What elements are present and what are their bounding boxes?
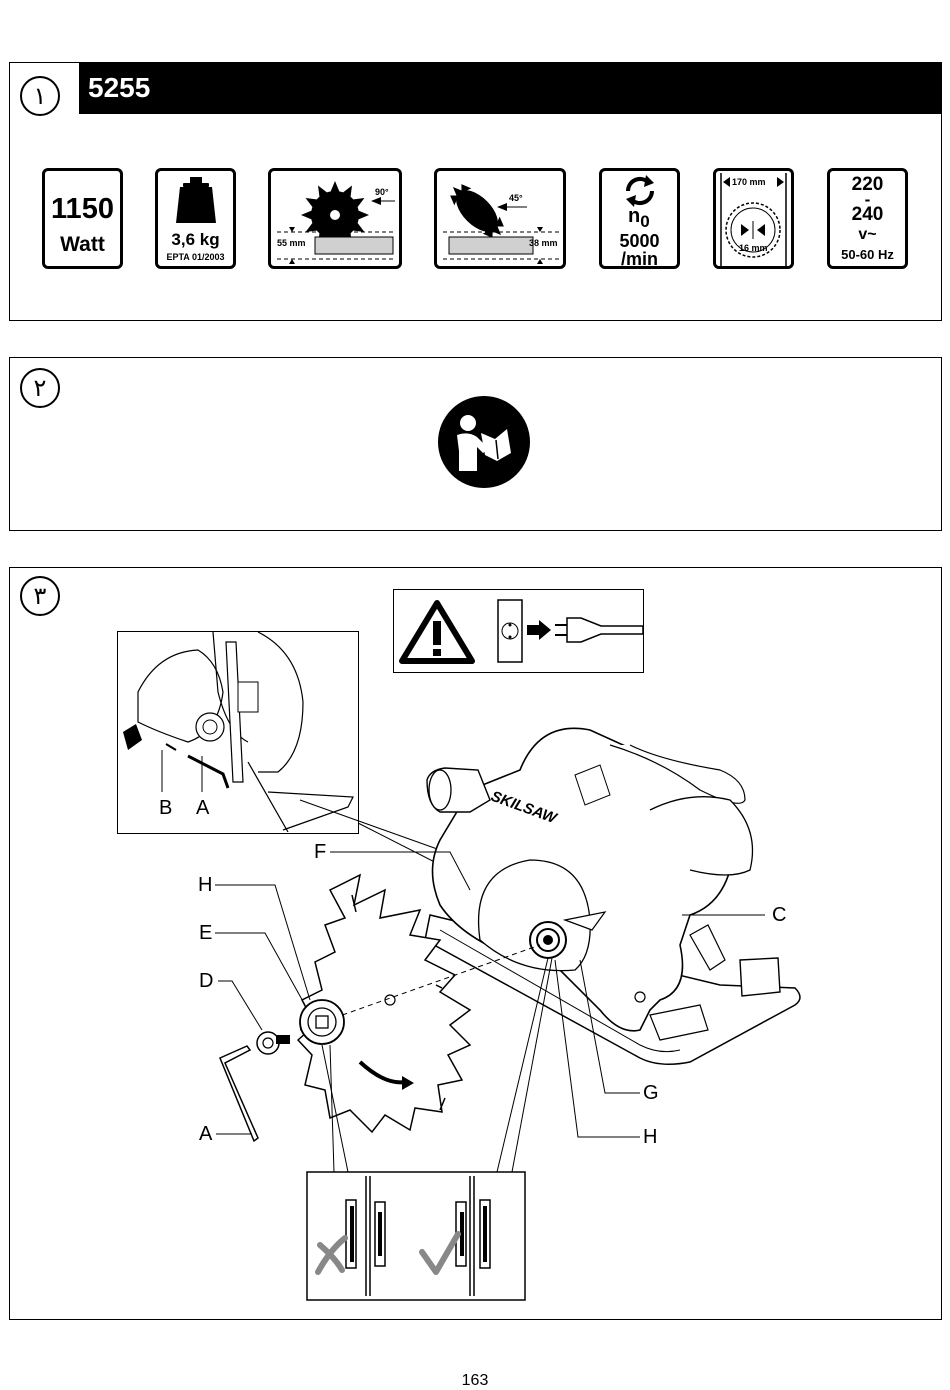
cut-depth-45-icon xyxy=(443,184,561,264)
frequency-value: 50-60 Hz xyxy=(841,247,894,262)
voltage-low: 220 xyxy=(851,174,884,195)
label-g: G xyxy=(643,1082,659,1104)
voltage-dash: - xyxy=(864,190,871,209)
spec-blade-size: 170 mm 16 mm xyxy=(713,168,794,269)
weight-standard: EPTA 01/2003 xyxy=(166,252,225,262)
blade-diameter-value: 170 mm xyxy=(732,177,766,187)
cut-depth-90-icon xyxy=(277,181,395,264)
cut-depth-45-angle: 45° xyxy=(509,193,523,203)
voltage-unit: v~ xyxy=(858,226,877,243)
speed-symbol: n0 xyxy=(628,205,650,232)
incorrect-mark-icon xyxy=(315,1235,348,1275)
model-number: 5255 xyxy=(88,72,151,103)
spec-power: 1150 Watt xyxy=(42,168,123,269)
label-f: F xyxy=(314,841,327,863)
warning-triangle-icon xyxy=(399,600,475,664)
spec-cut-depth-90: 90° 55 mm xyxy=(268,168,402,269)
section-3-number: ٣ xyxy=(20,576,60,616)
label-a-wrench: A xyxy=(199,1123,213,1145)
label-d: D xyxy=(199,970,214,992)
label-inset-a: A xyxy=(196,797,210,819)
spec-weight: 3,6 kg EPTA 01/2003 xyxy=(155,168,236,269)
model-title-bar: 5255 xyxy=(79,62,942,114)
correct-mark-icon xyxy=(419,1231,461,1275)
rotation-arrows-icon xyxy=(625,175,655,207)
bore-diameter-value: 16 mm xyxy=(739,243,768,253)
page-number: 163 xyxy=(461,1372,489,1389)
speed-symbol-sub: 0 xyxy=(640,212,650,231)
spec-voltage: 220 - 240 v~ 50-60 Hz xyxy=(827,168,908,269)
label-h-right: H xyxy=(643,1126,658,1148)
label-h-left: H xyxy=(198,874,213,896)
unplug-icon xyxy=(497,599,644,663)
label-c: C xyxy=(772,904,787,926)
section-3-panel xyxy=(9,567,942,1320)
weight-icon xyxy=(176,177,216,223)
blade-diameter-icon xyxy=(720,173,787,266)
spec-cut-depth-45: 45° 38 mm xyxy=(434,168,566,269)
inset-detail-drawing xyxy=(123,632,354,832)
power-value: 1150 xyxy=(51,193,114,225)
section-2-panel xyxy=(9,357,942,531)
label-inset-b: B xyxy=(159,797,173,819)
weight-value: 3,6 kg xyxy=(171,230,220,249)
label-e: E xyxy=(199,922,213,944)
voltage-high: 240 xyxy=(851,204,884,225)
section-1-number: ١ xyxy=(20,76,60,116)
cut-depth-90-value: 55 mm xyxy=(277,238,306,248)
spec-no-load-speed: n0 5000 /min xyxy=(599,168,680,269)
speed-value: 5000 xyxy=(619,231,660,251)
speed-unit: /min xyxy=(620,249,658,269)
flange-comparison-box xyxy=(306,1171,526,1301)
cut-depth-45-value: 38 mm xyxy=(529,238,558,248)
read-manual-icon xyxy=(438,396,530,488)
power-unit: Watt xyxy=(60,233,105,256)
cut-depth-90-angle: 90° xyxy=(375,187,389,197)
section-2-number: ٢ xyxy=(20,368,60,408)
speed-symbol-n: n xyxy=(628,205,641,227)
